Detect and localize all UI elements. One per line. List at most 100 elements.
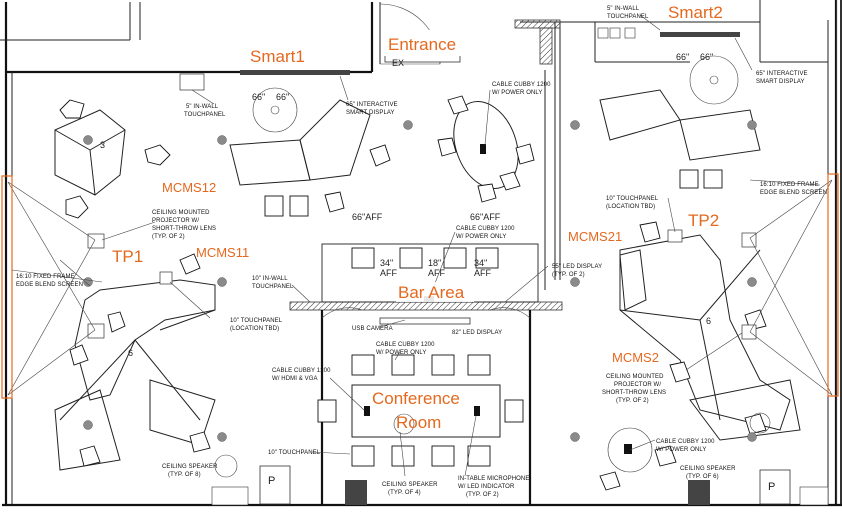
note-in-wall-10-2: TOUCHPANEL [252,284,294,290]
note-projector-right-1: CEILING MOUNTED [606,374,664,380]
note-speaker-4-1: CEILING SPEAKER [382,482,438,488]
note-mic-2: W/ LED INDICATOR [458,484,515,490]
note-cubby-right-1: CABLE CUBBY 1200 [656,439,715,445]
right-workstations [599,221,801,491]
label-smart1: Smart1 [250,47,305,66]
label-bar-area: Bar Area [398,283,465,302]
label-mcms12: MCMS12 [162,180,216,195]
right-lounge [599,55,761,189]
note-screen-right-1: 16:10 FIXED FRAME [760,182,819,188]
note-cubby-hdmi-1: CABLE CUBBY 1200 [272,368,331,374]
dim-34a: 34" [380,258,393,268]
dim-3: 66" [676,52,689,62]
smart-display-left [240,70,350,75]
note-cubby-top-1: CABLE CUBBY 1200 [492,82,551,88]
note-led-82: 82" LED DISPLAY [452,330,502,336]
note-projector-left-1: CEILING MOUNTED [152,210,210,216]
bar-area-seating [351,247,499,302]
note-cubby-conf-2: W/ POWER ONLY [376,350,427,356]
note-cubby-right-2: W/ POWER ONLY [656,447,707,453]
label-entrance: Entrance [388,35,456,54]
dim-aff-right: 66"AFF [470,212,501,222]
note-projector-right-2: PROJECTOR W/ [614,382,661,388]
dim-34a2: AFF [380,268,398,278]
dim-desk-6b: 6 [706,316,711,326]
note-touchpanel-top-1: 5" IN-WALL [607,6,640,12]
dim-desk-3: 3 [100,140,105,150]
cad-notes: 5" IN-WALL TOUCHPANEL 5" IN-WALL TOUCHPA… [16,6,827,498]
note-projector-left-2: PROJECTOR W/ [152,218,199,224]
note-touchpanel-10-left-1: 10" TOUCHPANEL [230,318,283,324]
note-touchpanel-conf: 10" TOUCHPANEL [268,450,321,456]
note-cubby-bar-2: W/ POWER ONLY [456,234,507,240]
cable-cubby-table [437,95,535,203]
note-touchpanel-10-right-2: (LOCATION TBD) [606,204,655,210]
note-mic-3: (TYP. OF 2) [466,492,499,498]
left-projector-lines [1,175,96,399]
note-interactive-right-1: 65" INTERACTIVE [756,71,808,77]
dim-18: 18" [428,258,441,268]
label-mcms21: MCMS21 [568,229,622,244]
label-conference-2: Room [396,413,441,432]
dim-34b2: AFF [474,268,492,278]
note-screen-left-2: EDGE BLEND SCREEN [16,282,83,288]
left-lounge [229,87,391,217]
dim-1: 66" [252,92,265,102]
conference-table [317,354,524,467]
note-cubby-bar-1: CABLE CUBBY 1200 [456,226,515,232]
touchpanel-left-wall [179,73,205,91]
smart-display-right [660,32,740,37]
dim-aff-left: 66"AFF [352,212,383,222]
note-touchpanel-left-1: 5" IN-WALL [186,104,219,110]
note-speaker-6-1: CEILING SPEAKER [680,466,736,472]
note-speaker-8-1: CEILING SPEAKER [162,464,218,470]
dim-34b: 34" [474,258,487,268]
note-touchpanel-10-left-2: (LOCATION TBD) [230,326,279,332]
label-tp1: TP1 [112,247,143,266]
dim-desk-6a: 6 [128,348,133,358]
dim-18b: AFF [428,268,446,278]
note-speaker-4-2: (TYP. OF 4) [388,490,421,496]
note-interactive-right-2: SMART DISPLAY [756,79,805,85]
note-led-55-1: 55" LED DISPLAY [552,264,602,270]
label-mcms11: MCMS11 [196,245,249,260]
right-projector-lines [749,173,839,397]
note-cubby-top-2: W/ POWER ONLY [492,90,543,96]
note-p-right: P [768,481,775,493]
note-led-55-2: (TYP. OF 2) [552,272,585,278]
label-tp2: TP2 [688,211,719,230]
dimension-callouts: 66" 66" 66" 66" 66"AFF 66"AFF 34" AFF 18… [100,52,713,358]
note-interactive-left-2: SMART DISPLAY [346,110,395,116]
note-touchpanel-top-2: TOUCHPANEL [607,14,649,20]
note-ex: EX [392,58,404,68]
left-workstations [54,99,216,471]
note-in-wall-10-1: 10" IN-WALL [252,276,288,282]
note-touchpanel-10-right-1: 10" TOUCHPANEL [606,196,659,202]
note-mic-1: IN-TABLE MICROPHONE [458,476,529,482]
zone-labels: Entrance Smart1 Smart2 MCMS12 MCMS11 MCM… [112,3,723,432]
dim-4: 66" [700,52,713,62]
note-projector-left-4: (TYP. OF 2) [152,234,185,240]
note-projector-left-3: SHORT-THROW LENS [152,226,216,232]
note-interactive-left-1: 65" INTERACTIVE [346,102,398,108]
note-projector-right-4: (TYP. OF 2) [616,398,649,404]
dim-2: 66" [276,92,289,102]
note-touchpanel-left-2: TOUCHPANEL [184,112,226,118]
note-speaker-8-2: (TYP. OF 8) [168,472,201,478]
note-screen-left-1: 16:10 FIXED FRAME [16,274,75,280]
ceiling-speakers [214,412,771,478]
note-usb-camera: USB CAMERA [352,326,393,332]
label-smart2: Smart2 [668,3,723,22]
note-cubby-hdmi-2: W/ HDMI & VGA [272,376,318,382]
note-speaker-6-2: (TYP. OF 6) [686,474,719,480]
label-conference-1: Conference [372,389,460,408]
note-p-left: P [268,475,275,487]
note-projector-right-3: SHORT-THROW LENS [602,390,666,396]
note-screen-right-2: EDGE BLEND SCREEN [760,190,827,196]
note-cubby-conf-1: CABLE CUBBY 1200 [376,342,435,348]
leader-lines [11,14,821,477]
label-mcms2: MCMS2 [612,350,659,365]
structural-posts [83,120,757,442]
